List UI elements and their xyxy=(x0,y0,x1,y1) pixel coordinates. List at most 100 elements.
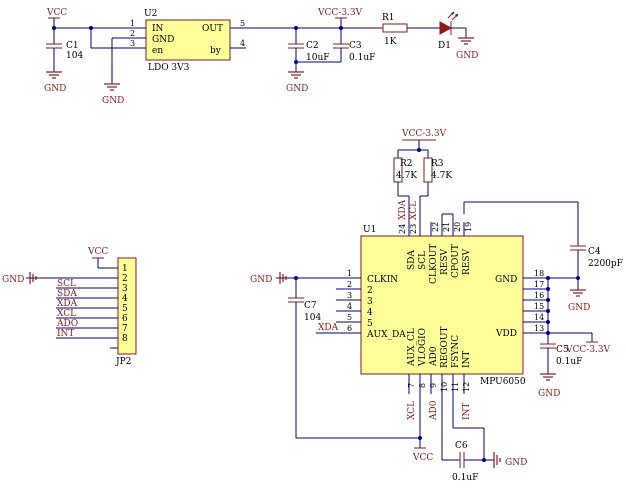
svg-text:5: 5 xyxy=(240,19,245,28)
imu-u1: U1 MPU6050 SDA SCL CLKOUT RESV CPOUT RES… xyxy=(316,199,580,460)
gnd-symbol-c4: GND xyxy=(568,289,590,313)
svg-text:VCC: VCC xyxy=(412,453,433,463)
svg-text:GND: GND xyxy=(152,35,174,45)
u2-value: LDO 3V3 xyxy=(148,63,190,73)
svg-text:17: 17 xyxy=(534,280,544,289)
svg-text:4.7K: 4.7K xyxy=(396,171,417,181)
gnd-label: GND xyxy=(102,96,124,106)
resistor-r2: R2 4.7K xyxy=(393,150,417,222)
svg-text:D1: D1 xyxy=(438,41,451,51)
gnd-symbol-c5: GND xyxy=(538,373,560,399)
svg-text:AUX_CL: AUX_CL xyxy=(407,328,417,367)
svg-text:2: 2 xyxy=(130,29,135,38)
svg-text:VLOGIO: VLOGIO xyxy=(418,328,428,367)
svg-text:3: 3 xyxy=(122,284,128,294)
svg-text:23: 23 xyxy=(409,224,418,234)
svg-text:4: 4 xyxy=(367,308,373,318)
gnd-symbol-d1: GND xyxy=(456,37,478,61)
svg-text:IN: IN xyxy=(152,24,164,34)
svg-text:10: 10 xyxy=(440,382,449,392)
svg-text:3: 3 xyxy=(367,297,373,307)
svg-text:6: 6 xyxy=(122,314,128,324)
svg-text:GND: GND xyxy=(286,84,308,94)
svg-text:OUT: OUT xyxy=(202,24,223,34)
u2-ref: U2 xyxy=(144,9,157,19)
svg-text:GND: GND xyxy=(250,275,272,285)
svg-text:1: 1 xyxy=(130,19,135,28)
svg-text:6: 6 xyxy=(347,324,352,333)
svg-text:R2: R2 xyxy=(400,159,413,169)
svg-text:SDA: SDA xyxy=(57,289,77,299)
svg-text:ADO: ADO xyxy=(56,319,78,329)
svg-text:3: 3 xyxy=(130,39,135,48)
svg-text:5: 5 xyxy=(347,313,352,322)
capacitor-c2: C2 10uF xyxy=(288,28,330,72)
svg-text:3: 3 xyxy=(347,291,352,300)
svg-text:21: 21 xyxy=(442,222,451,232)
svg-text:C5: C5 xyxy=(556,345,569,355)
svg-text:MPU6050: MPU6050 xyxy=(480,377,526,387)
capacitor-c4: C4 2200pF xyxy=(463,201,623,290)
svg-text:XDA: XDA xyxy=(57,299,78,309)
svg-text:R1: R1 xyxy=(382,13,395,23)
svg-text:9: 9 xyxy=(429,383,438,388)
svg-text:22: 22 xyxy=(431,222,440,232)
c1-ref: C1 xyxy=(66,41,79,51)
svg-text:INT: INT xyxy=(57,329,74,339)
svg-text:5: 5 xyxy=(122,304,128,314)
svg-text:1: 1 xyxy=(122,264,128,274)
svg-text:RESV: RESV xyxy=(440,248,450,275)
svg-text:C2: C2 xyxy=(306,41,319,51)
svg-text:INT: INT xyxy=(462,403,472,420)
gnd-symbol-c6: GND xyxy=(493,452,527,468)
svg-text:0.1uF: 0.1uF xyxy=(452,473,478,483)
capacitor-c1: C1 104 xyxy=(46,28,83,72)
svg-text:4.7K: 4.7K xyxy=(431,171,452,181)
svg-text:12: 12 xyxy=(462,382,471,392)
svg-text:VCC-3.3V: VCC-3.3V xyxy=(565,345,611,355)
resistor-r3: R3 4.7K xyxy=(419,150,452,222)
svg-text:CPOUT: CPOUT xyxy=(451,244,461,278)
svg-text:GND: GND xyxy=(495,275,517,285)
svg-text:AUX_DA: AUX_DA xyxy=(366,330,406,340)
svg-text:XCL: XCL xyxy=(57,309,76,319)
svg-text:SCL: SCL xyxy=(57,279,76,289)
led-d1: D1 xyxy=(438,11,459,51)
svg-text:18: 18 xyxy=(534,269,544,278)
svg-text:8: 8 xyxy=(122,334,128,344)
svg-text:by: by xyxy=(210,46,222,56)
svg-text:GND: GND xyxy=(505,458,527,468)
svg-text:20: 20 xyxy=(453,222,462,232)
svg-text:19: 19 xyxy=(464,222,473,232)
svg-text:13: 13 xyxy=(534,324,544,333)
capacitor-c3: C3 0.1uF xyxy=(294,28,375,64)
svg-text:104: 104 xyxy=(304,313,321,323)
svg-text:U1: U1 xyxy=(363,225,376,235)
capacitor-c6: C6 0.1uF xyxy=(442,441,494,483)
svg-text:4: 4 xyxy=(347,302,352,311)
svg-text:2: 2 xyxy=(347,280,352,289)
svg-text:24: 24 xyxy=(398,224,407,234)
svg-text:AD0: AD0 xyxy=(429,346,439,367)
svg-text:CLKIN: CLKIN xyxy=(367,275,398,285)
svg-text:R3: R3 xyxy=(431,159,444,169)
vcc-label: VCC xyxy=(46,8,67,18)
svg-text:16: 16 xyxy=(534,291,544,300)
svg-text:2200pF: 2200pF xyxy=(588,259,623,269)
svg-text:0.1uF: 0.1uF xyxy=(556,357,582,367)
svg-text:C4: C4 xyxy=(588,247,601,257)
svg-text:11: 11 xyxy=(451,382,460,392)
svg-text:1: 1 xyxy=(347,269,352,278)
vcc33-label-r: VCC-3.3V xyxy=(401,129,447,139)
svg-text:C6: C6 xyxy=(455,441,468,451)
svg-text:XCL: XCL xyxy=(407,401,417,420)
svg-text:GND: GND xyxy=(2,275,24,285)
gnd-symbol-c2: GND xyxy=(286,71,308,94)
svg-text:10uF: 10uF xyxy=(306,53,330,63)
svg-text:7: 7 xyxy=(407,383,416,388)
svg-text:VCC: VCC xyxy=(87,247,108,257)
svg-text:14: 14 xyxy=(534,313,544,322)
svg-text:2: 2 xyxy=(122,274,128,284)
svg-text:XCL: XCL xyxy=(409,201,419,220)
